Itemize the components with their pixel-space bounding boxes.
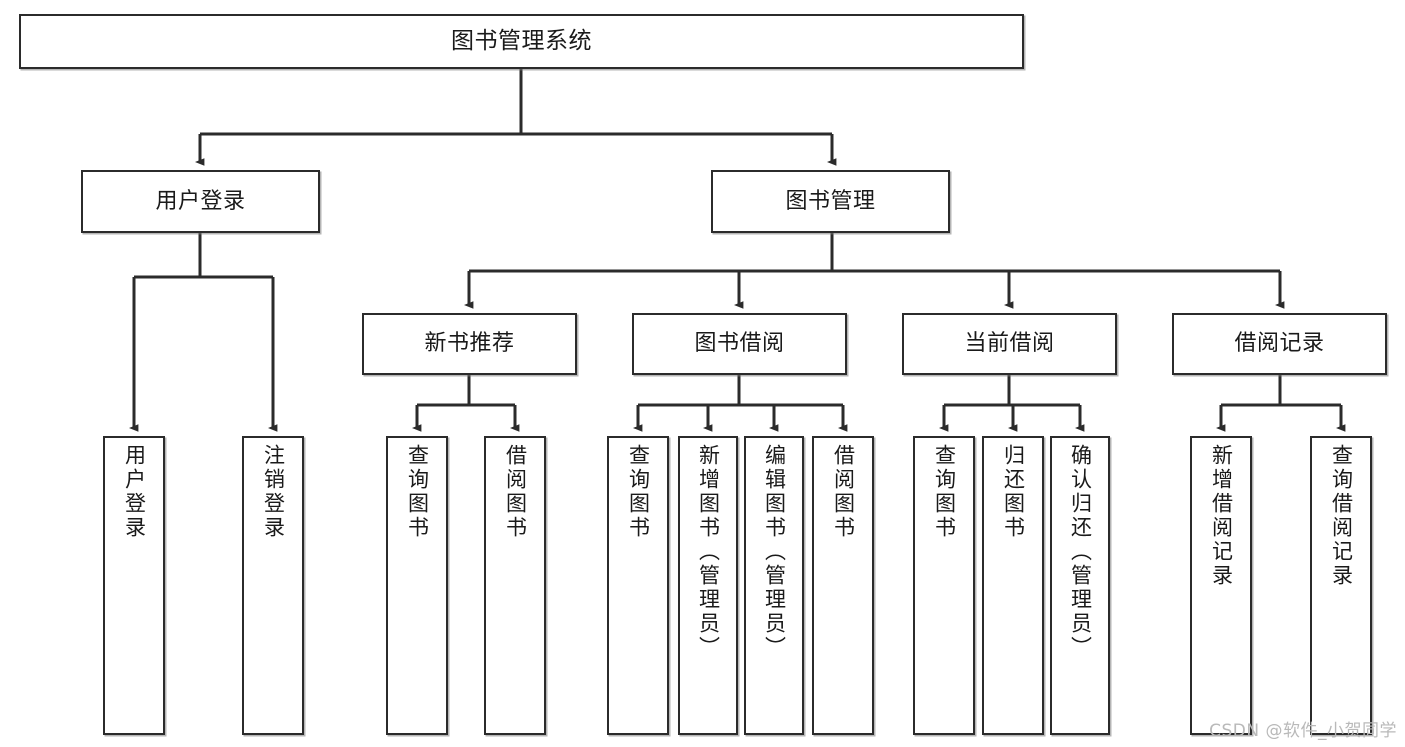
node-current-borrow[interactable]: 当前借阅 <box>902 313 1117 375</box>
node-leaf-query-book-2-label: 查询图书 <box>626 444 651 540</box>
node-leaf-query-record-label: 查询借阅记录 <box>1329 444 1354 588</box>
node-leaf-query-book-1[interactable]: 查询图书 <box>386 436 448 735</box>
node-leaf-confirm-return-label: 确认归还（管理员） <box>1068 444 1093 660</box>
node-leaf-return-book[interactable]: 归还图书 <box>982 436 1044 735</box>
node-leaf-user-logout[interactable]: 注销登录 <box>242 436 304 735</box>
node-leaf-user-login-label: 用户登录 <box>122 444 147 540</box>
node-leaf-add-book-label: 新增图书（管理员） <box>696 444 721 660</box>
node-leaf-borrow-book-1-label: 借阅图书 <box>503 444 528 540</box>
node-leaf-add-record[interactable]: 新增借阅记录 <box>1190 436 1252 735</box>
node-user-login[interactable]: 用户登录 <box>81 170 320 233</box>
csdn-watermark: CSDN @软件_小贺同学 <box>1209 721 1397 741</box>
node-book-borrow-label: 图书借阅 <box>694 331 785 357</box>
node-leaf-query-book-1-label: 查询图书 <box>405 444 430 540</box>
node-root-system-label: 图书管理系统 <box>451 27 592 54</box>
node-leaf-user-logout-label: 注销登录 <box>261 444 286 540</box>
node-leaf-confirm-return[interactable]: 确认归还（管理员） <box>1050 436 1110 735</box>
node-book-manage-label: 图书管理 <box>785 188 876 214</box>
node-user-login-label: 用户登录 <box>155 188 246 214</box>
node-leaf-query-record[interactable]: 查询借阅记录 <box>1310 436 1372 735</box>
node-leaf-query-book-2[interactable]: 查询图书 <box>607 436 669 735</box>
node-leaf-borrow-book-2-label: 借阅图书 <box>831 444 856 540</box>
node-leaf-user-login[interactable]: 用户登录 <box>103 436 165 735</box>
node-new-book-rec[interactable]: 新书推荐 <box>362 313 577 375</box>
node-leaf-edit-book-label: 编辑图书（管理员） <box>762 444 787 660</box>
node-leaf-borrow-book-2[interactable]: 借阅图书 <box>812 436 874 735</box>
node-leaf-edit-book[interactable]: 编辑图书（管理员） <box>744 436 804 735</box>
node-borrow-record-label: 借阅记录 <box>1234 331 1325 357</box>
node-leaf-return-book-label: 归还图书 <box>1001 444 1026 540</box>
node-leaf-query-book-3[interactable]: 查询图书 <box>913 436 975 735</box>
node-leaf-borrow-book-1[interactable]: 借阅图书 <box>484 436 546 735</box>
node-leaf-add-record-label: 新增借阅记录 <box>1209 444 1234 588</box>
node-book-manage[interactable]: 图书管理 <box>711 170 950 233</box>
node-current-borrow-label: 当前借阅 <box>964 331 1055 357</box>
node-root-system[interactable]: 图书管理系统 <box>19 14 1024 69</box>
node-leaf-add-book[interactable]: 新增图书（管理员） <box>678 436 738 735</box>
node-borrow-record[interactable]: 借阅记录 <box>1172 313 1387 375</box>
node-book-borrow[interactable]: 图书借阅 <box>632 313 847 375</box>
node-leaf-query-book-3-label: 查询图书 <box>932 444 957 540</box>
node-new-book-rec-label: 新书推荐 <box>424 331 515 357</box>
